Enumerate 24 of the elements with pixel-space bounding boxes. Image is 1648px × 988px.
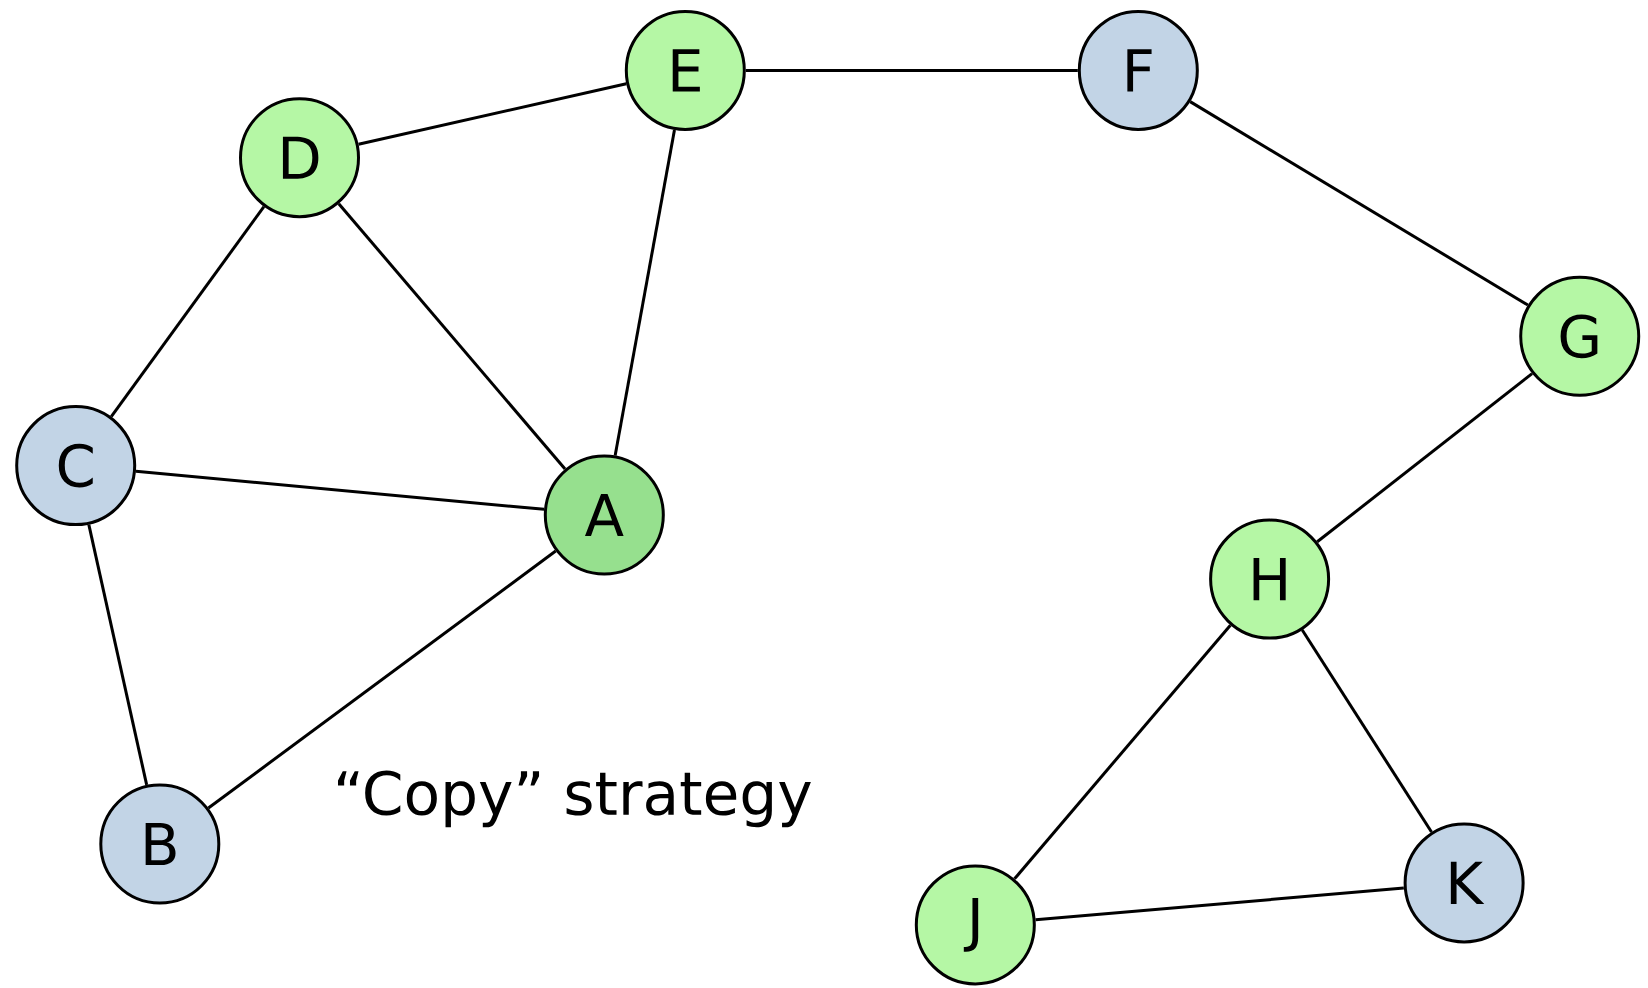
graph-node: G <box>1519 275 1641 397</box>
edge-line <box>1035 886 1404 922</box>
edge-line <box>613 129 676 456</box>
edge-line <box>745 68 1078 72</box>
graph-node: C <box>15 405 137 527</box>
graph-node: F <box>1077 9 1199 131</box>
edge-line <box>110 205 266 418</box>
graph-node: A <box>543 454 665 576</box>
edge-line <box>1013 624 1232 880</box>
caption-text: “Copy” strategy <box>338 770 811 828</box>
edge-line <box>135 469 545 511</box>
graph-node: D <box>239 97 360 219</box>
edge-line <box>358 82 627 146</box>
edge-line <box>1316 372 1533 543</box>
graph-node: E <box>624 9 746 131</box>
edge-line <box>1300 629 1433 833</box>
edge-line <box>337 202 567 470</box>
edge-line <box>1189 100 1529 307</box>
edge-line <box>87 524 149 786</box>
graph-node: J <box>914 864 1036 986</box>
graph-node: K <box>1403 822 1525 944</box>
graph-node: B <box>99 783 221 905</box>
edge-line <box>207 549 557 810</box>
graph-node: H <box>1209 518 1331 640</box>
